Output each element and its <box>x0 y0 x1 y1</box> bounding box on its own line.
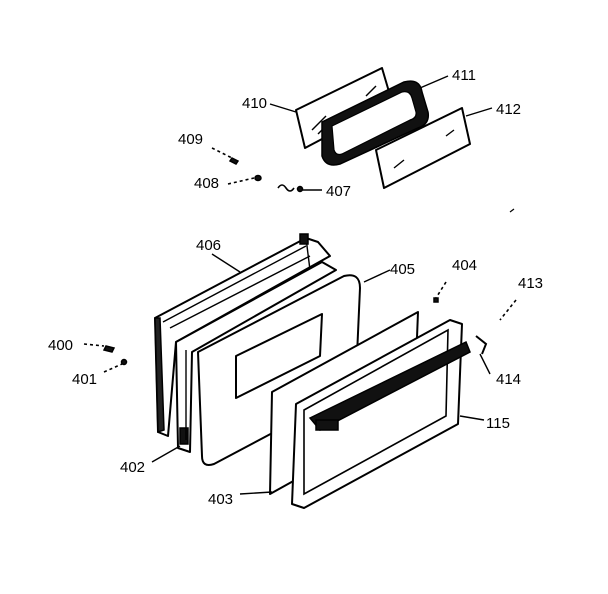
label-411: 411 <box>452 67 476 84</box>
label-405: 405 <box>390 261 415 278</box>
label-404: 404 <box>452 257 477 274</box>
screw-408 <box>254 174 262 182</box>
label-414: 414 <box>496 371 521 388</box>
label-412: 412 <box>496 101 521 118</box>
door-panel-402 <box>175 261 337 453</box>
leader-lines <box>83 75 517 495</box>
label-413: 413 <box>518 275 543 292</box>
label-410: 410 <box>242 95 267 112</box>
screw-409 <box>228 157 240 165</box>
door-inner-panel-405 <box>197 274 361 466</box>
screw-401 <box>120 358 128 366</box>
window-frame-411 <box>321 80 430 166</box>
label-409: 409 <box>178 131 203 148</box>
screw-400 <box>102 345 116 353</box>
label-401: 401 <box>72 371 97 388</box>
label-403: 403 <box>208 491 233 508</box>
window-glass-412 <box>375 107 471 189</box>
label-415: 115 <box>486 415 510 432</box>
label-400: 400 <box>48 337 73 354</box>
label-408: 408 <box>194 175 219 192</box>
fastener-404 <box>433 297 439 303</box>
part-labels: 410 411 412 409 408 407 406 405 404 413 … <box>48 67 543 508</box>
label-402: 402 <box>120 459 145 476</box>
handle-bracket-414 <box>475 335 488 355</box>
label-406: 406 <box>196 237 221 254</box>
clip-407 <box>277 184 304 193</box>
label-407: 407 <box>326 183 351 200</box>
door-outer-frame-415 <box>291 319 471 509</box>
stray-mark <box>509 208 515 213</box>
door-liner-406 <box>154 233 331 437</box>
